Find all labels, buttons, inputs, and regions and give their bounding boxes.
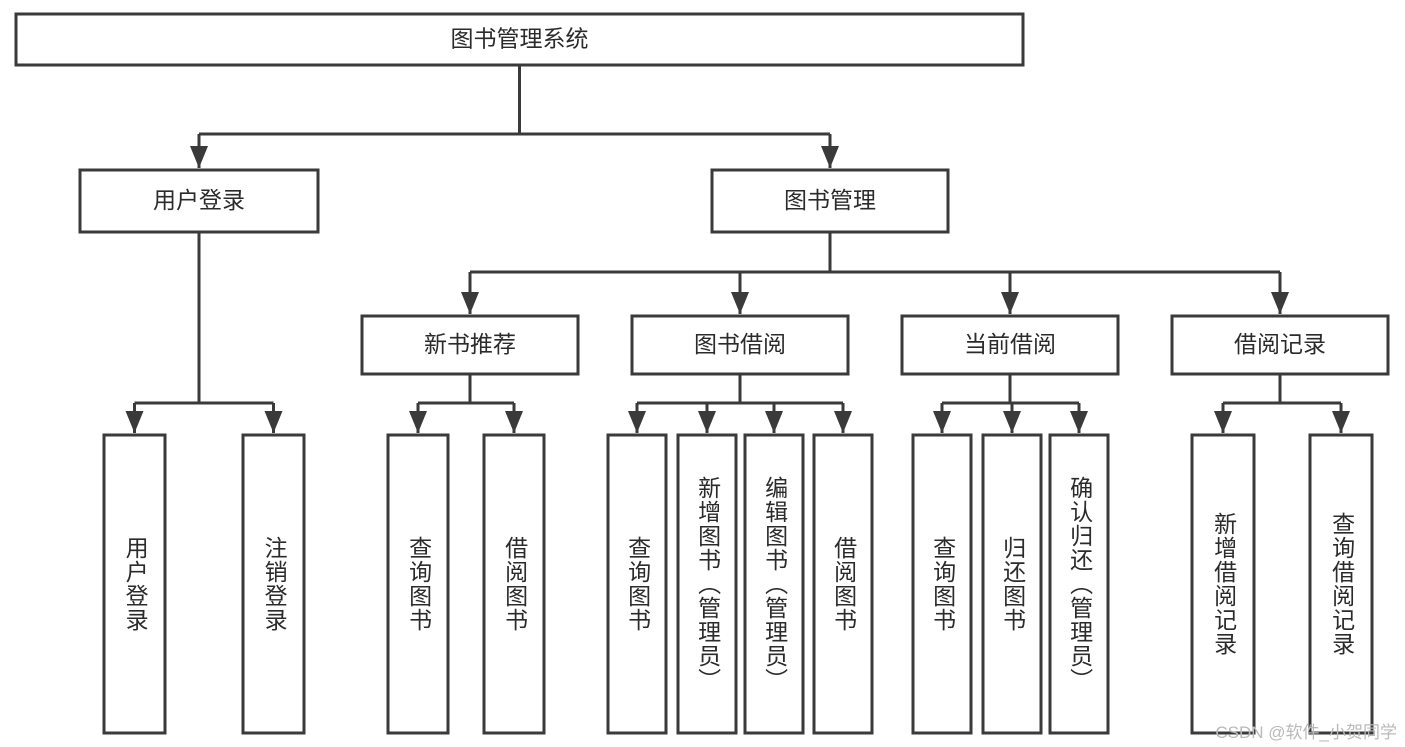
arrow-head-icon-leaf-confirm-return [1070, 411, 1088, 433]
node-label-borrow-record: 借阅记录 [1234, 331, 1326, 357]
node-box-leaf-query-record[interactable] [1308, 433, 1374, 735]
node-box-leaf-borrow-book-2[interactable] [812, 433, 874, 735]
node-box-leaf-borrow-book-1[interactable] [482, 433, 546, 735]
arrow-head-icon-leaf-query-book-2 [628, 411, 646, 433]
node-label-book-manage: 图书管理 [784, 187, 876, 213]
watermark-text: CSDN @软件_小贺同学 [1215, 723, 1397, 742]
arrow-head-icon-leaf-query-book-3 [933, 411, 951, 433]
node-label-root: 图书管理系统 [451, 26, 589, 52]
arrow-head-icon-leaf-logout [264, 411, 283, 433]
node-label-current-borrow: 当前借阅 [964, 331, 1056, 357]
node-box-leaf-add-record[interactable] [1190, 433, 1256, 735]
connector-layer [125, 65, 1350, 433]
arrow-head-icon-leaf-borrow-book-1 [505, 411, 523, 433]
node-box-book-borrow[interactable] [630, 314, 850, 376]
arrow-head-icon-current-borrow [1001, 292, 1019, 314]
arrow-head-icon-leaf-borrow-book-2 [834, 411, 852, 433]
node-box-leaf-add-book[interactable] [676, 433, 738, 735]
arrow-head-icon-leaf-add-book [698, 411, 716, 433]
node-box-book-manage[interactable] [710, 168, 950, 234]
node-box-current-borrow[interactable] [900, 314, 1120, 376]
node-box-user-login[interactable] [78, 168, 320, 234]
arrow-head-icon-borrow-record [1271, 292, 1289, 314]
node-label-new-book-rec: 新书推荐 [424, 331, 516, 357]
node-box-new-book-rec[interactable] [360, 314, 580, 376]
arrow-head-icon-leaf-edit-book [765, 411, 783, 433]
node-box-leaf-logout[interactable] [241, 433, 306, 735]
node-box-leaf-confirm-return[interactable] [1048, 433, 1110, 735]
arrow-head-icon-user-login [190, 146, 208, 168]
node-box-leaf-query-book-1[interactable] [386, 433, 450, 735]
arrow-head-icon-book-manage [821, 146, 839, 168]
arrow-head-icon-leaf-return-book [1003, 411, 1021, 433]
arrow-head-icon-leaf-user-login [125, 411, 144, 433]
node-box-leaf-edit-book[interactable] [743, 433, 805, 735]
node-box-borrow-record[interactable] [1170, 314, 1390, 376]
arrow-head-icon-leaf-query-book-1 [409, 411, 427, 433]
box-layer [14, 12, 1390, 735]
node-box-leaf-return-book[interactable] [981, 433, 1043, 735]
node-box-leaf-query-book-3[interactable] [911, 433, 973, 735]
arrow-head-icon-leaf-query-record [1332, 411, 1350, 433]
node-label-user-login: 用户登录 [153, 187, 245, 213]
arrow-head-icon-leaf-add-record [1214, 411, 1232, 433]
node-box-root[interactable] [14, 12, 1025, 67]
arrow-head-icon-book-borrow [731, 292, 749, 314]
arrow-head-icon-new-book-rec [461, 292, 479, 314]
node-box-leaf-user-login[interactable] [102, 433, 167, 735]
node-box-leaf-query-book-2[interactable] [606, 433, 668, 735]
node-label-book-borrow: 图书借阅 [694, 331, 786, 357]
